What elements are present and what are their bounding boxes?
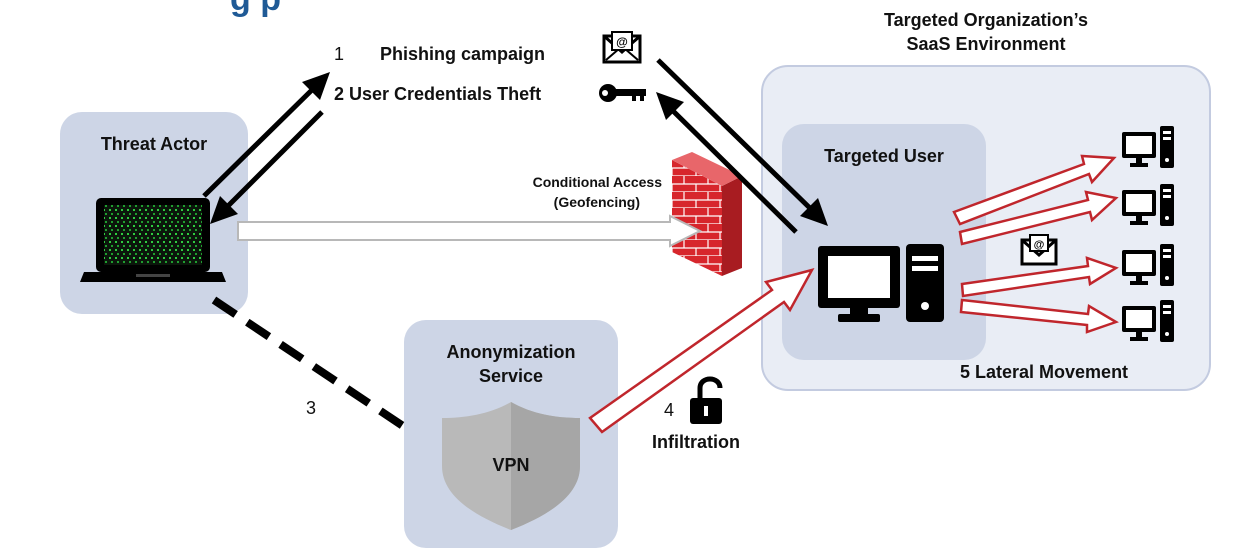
- conditional-access-line1: Conditional Access: [532, 174, 662, 190]
- firewall-icon: [672, 152, 742, 276]
- laptop-icon: [80, 198, 226, 282]
- threat-actor-label: Threat Actor: [100, 134, 208, 154]
- step3-number: 3: [306, 398, 317, 418]
- anonymization-label-line2: Service: [478, 366, 544, 386]
- lateral-arrow-1: [952, 154, 1117, 226]
- infiltration-arrow: [588, 268, 815, 434]
- lateral-arrow-2: [958, 190, 1119, 246]
- step1-label: Phishing campaign: [380, 44, 546, 64]
- svg-text:@: @: [1034, 239, 1045, 251]
- svg-text:@: @: [616, 35, 628, 49]
- envelope-icon-lateral: @: [1020, 234, 1058, 266]
- arrow-step1-up: [202, 82, 320, 198]
- step1-number: 1: [334, 44, 345, 64]
- step4-label: Infiltration: [652, 432, 740, 452]
- arrow-phish-to-user: [656, 58, 818, 216]
- targeted-org-title-line2: SaaS Environment: [906, 34, 1066, 54]
- targeted-user-label: Targeted User: [824, 146, 944, 166]
- anonymization-label-line1: Anonymization: [446, 342, 576, 362]
- vpn-label: VPN: [492, 455, 530, 475]
- targeted-org-title-line1: Targeted Organization’s: [883, 10, 1089, 30]
- blocked-access-arrow: [237, 214, 703, 248]
- step4-number: 4: [664, 400, 675, 420]
- arrow-step2-down: [220, 110, 324, 214]
- step5-label: 5 Lateral Movement: [960, 362, 1129, 382]
- lateral-arrow-3: [960, 256, 1119, 298]
- step2-label: 2 User Credentials Theft: [334, 84, 542, 104]
- shield-icon: [442, 402, 580, 530]
- envelope-icon: @: [602, 31, 642, 64]
- lateral-arrow-4: [959, 298, 1119, 334]
- targeted-desktop-icon: [818, 244, 944, 322]
- diagram-title-fragment: g p: [230, 0, 281, 19]
- conditional-access-line2: (Geofencing): [553, 194, 640, 210]
- padlock-icon: [690, 376, 723, 424]
- key-icon: [599, 84, 646, 102]
- arrow-creds-to-actor: [664, 102, 798, 234]
